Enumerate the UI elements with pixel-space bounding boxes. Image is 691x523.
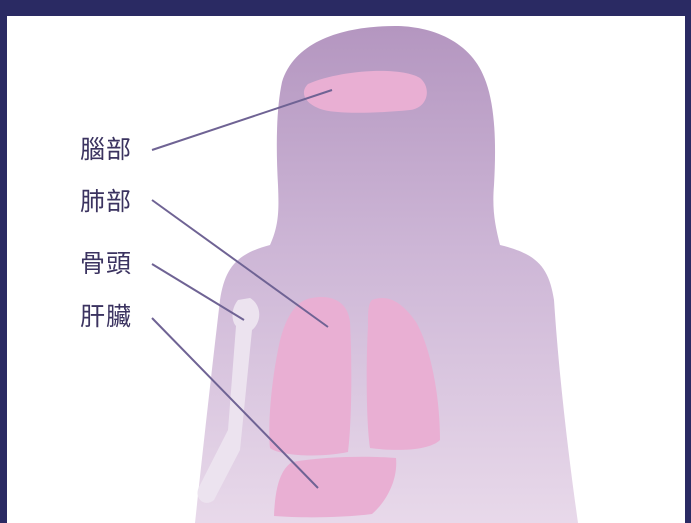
diagram-panel: 腦部 肺部 骨頭 肝臟 xyxy=(7,16,685,523)
lung-label: 肺部 xyxy=(80,189,132,214)
brain-label: 腦部 xyxy=(80,137,132,162)
liver-label: 肝臟 xyxy=(80,304,132,329)
bone-label: 骨頭 xyxy=(80,251,132,276)
